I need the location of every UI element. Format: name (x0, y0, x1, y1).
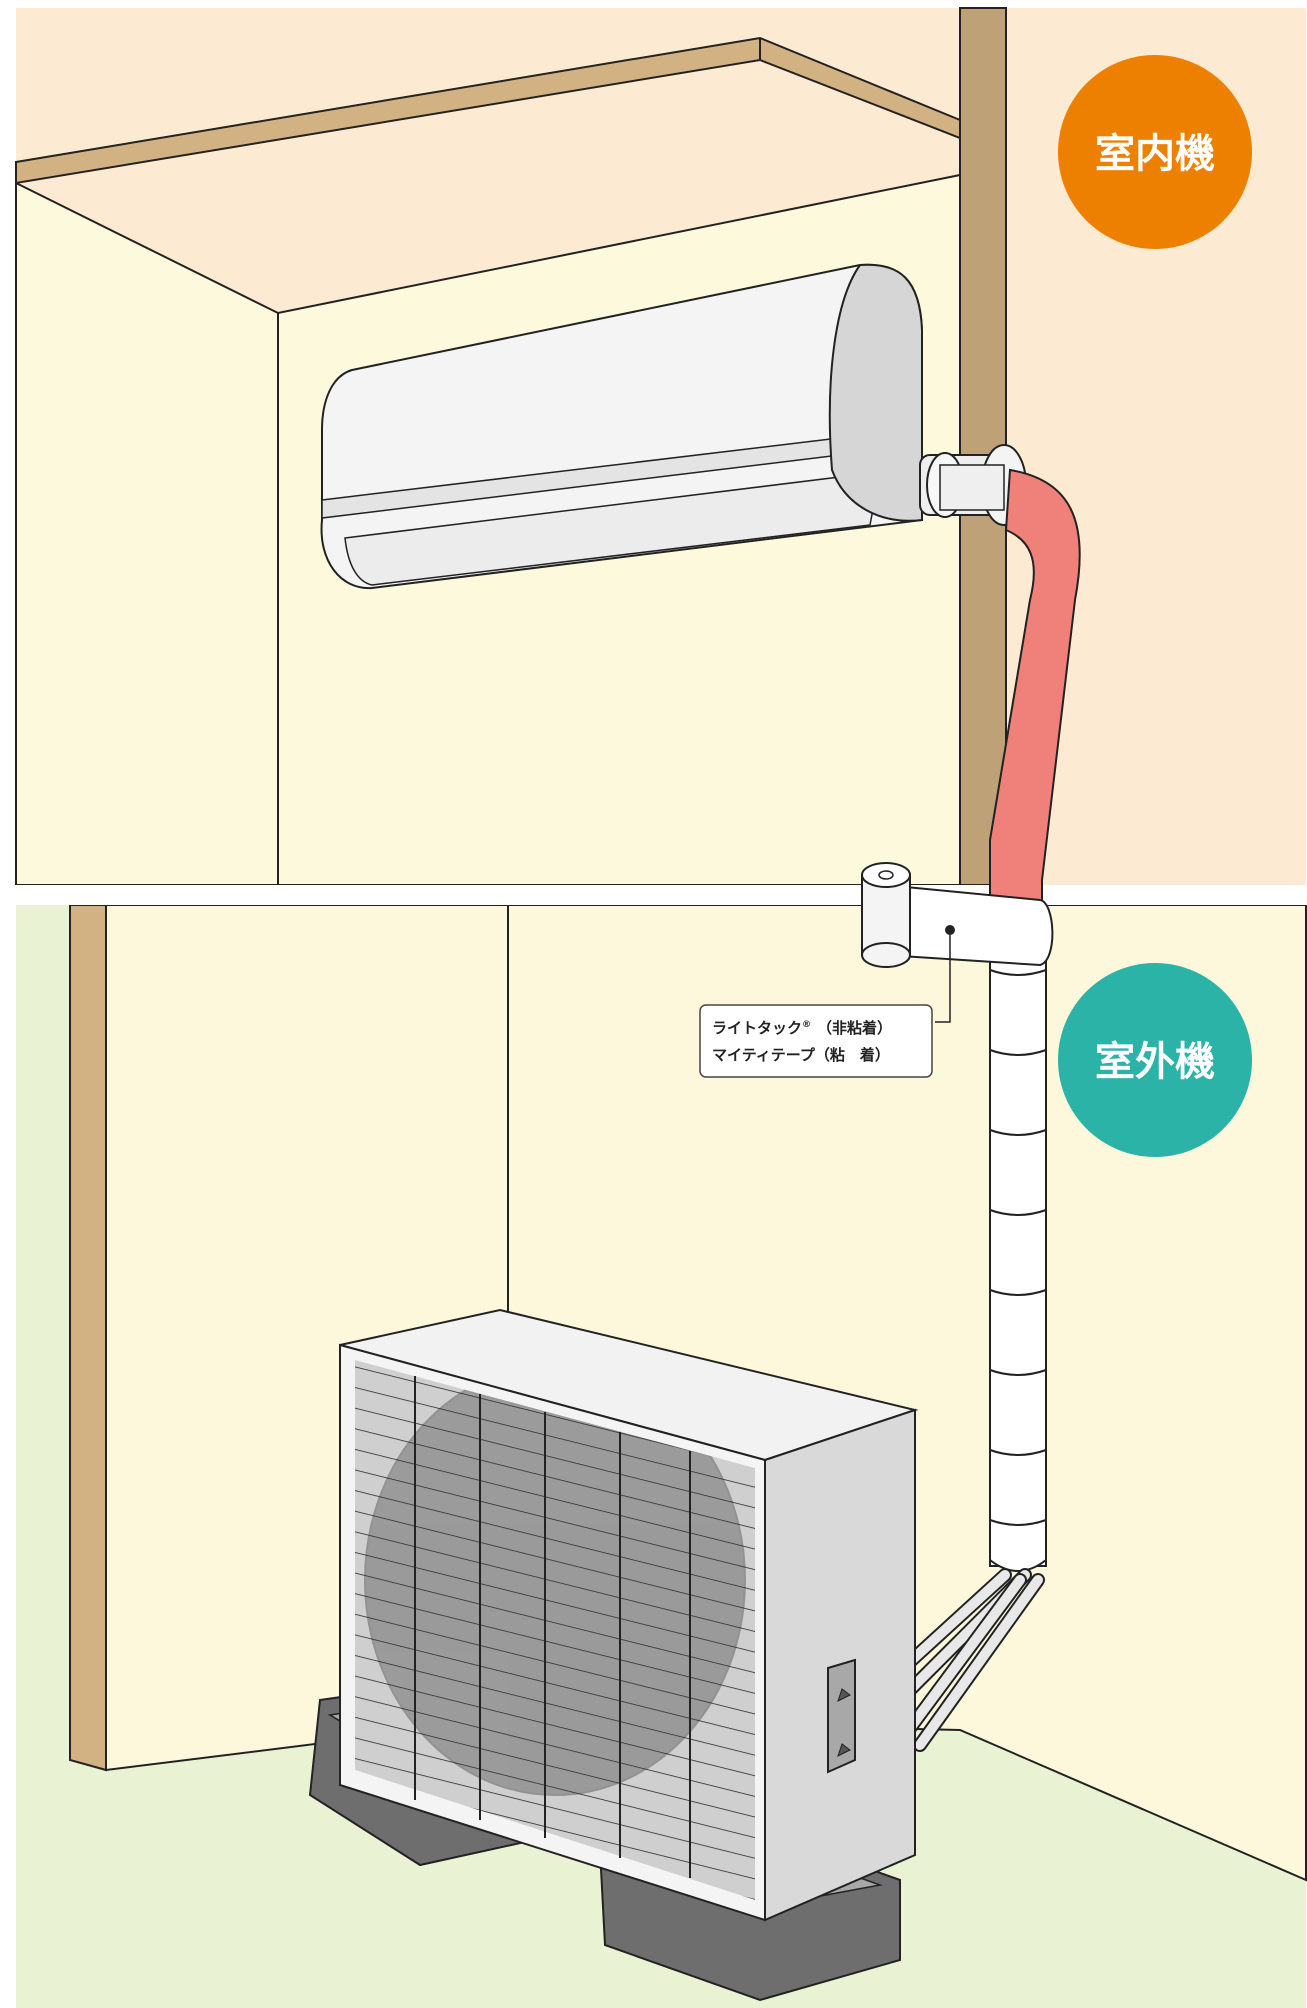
indoor-unit-badge: 室内機 (1058, 55, 1252, 249)
tape-roll-icon (861, 862, 1054, 1023)
callout-line-2: マイティテープ（粘 着） (712, 1046, 890, 1064)
indoor-unit-label: 室内機 (1095, 131, 1215, 177)
refrigerant-pipe (0, 468, 1307, 1752)
outdoor-unit-badge: 室外機 (1058, 963, 1252, 1157)
callout-box: ライトタック®（非粘着） マイティテープ（粘 着） (699, 1004, 933, 1078)
callout-line-1: ライトタック®（非粘着） (712, 1019, 892, 1037)
outdoor-unit-label: 室外機 (1095, 1039, 1215, 1085)
outdoor-unit-illustration (308, 1308, 919, 2002)
indoor-unit-illustration (320, 263, 1027, 590)
